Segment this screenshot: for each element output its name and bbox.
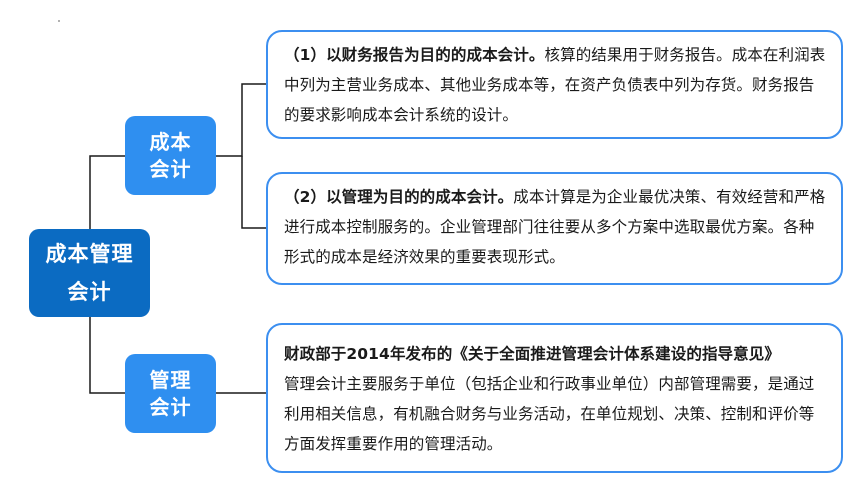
text-box-lead: （2）以管理为目的的成本会计。 — [284, 188, 514, 206]
connector-cost-to-item2 — [241, 156, 266, 229]
branch-node-line1: 管理 — [149, 367, 192, 392]
connector-root-to-mgmt — [89, 317, 125, 394]
branch-node-line1: 成本 — [149, 129, 192, 154]
connector-root-to-cost — [89, 155, 125, 229]
connector-cost-to-items — [216, 83, 266, 157]
text-box-financial-reporting-cost-accounting: （1）以财务报告为目的的成本会计。核算的结果用于财务报告。成本在利润表中列为主营… — [266, 30, 843, 139]
root-node-management-cost-accounting: 成本管理 会计 — [29, 229, 150, 317]
decorative-dot — [58, 20, 60, 22]
branch-node-line2: 会计 — [149, 394, 192, 419]
text-box-lead: （1）以财务报告为目的的成本会计。 — [284, 46, 545, 64]
text-box-lead: 财政部于2014年发布的《关于全面推进管理会计体系建设的指导意见》 — [284, 345, 780, 363]
branch-node-line2: 会计 — [149, 156, 192, 181]
text-box-body: 核算的结果用于财务报告。成本在利润表中列为主营业务成本、其他业务成本等，在资产负… — [284, 46, 826, 124]
root-node-line2: 会计 — [67, 280, 112, 304]
text-box-body: 管理会计主要服务于单位（包括企业和行政事业单位）内部管理需要，是通过利用相关信息… — [284, 375, 815, 453]
text-box-management-cost-accounting: （2）以管理为目的的成本会计。成本计算是为企业最优决策、有效经营和严格进行成本控… — [266, 172, 843, 285]
text-box-management-accounting-definition: 财政部于2014年发布的《关于全面推进管理会计体系建设的指导意见》管理会计主要服… — [266, 323, 843, 473]
branch-node-management-accounting: 管理 会计 — [125, 354, 216, 433]
branch-node-cost-accounting: 成本 会计 — [125, 116, 216, 195]
root-node-line1: 成本管理 — [45, 242, 134, 266]
text-box-body: 成本计算是为企业最优决策、有效经营和严格进行成本控制服务的。企业管理部门往往要从… — [284, 188, 826, 266]
